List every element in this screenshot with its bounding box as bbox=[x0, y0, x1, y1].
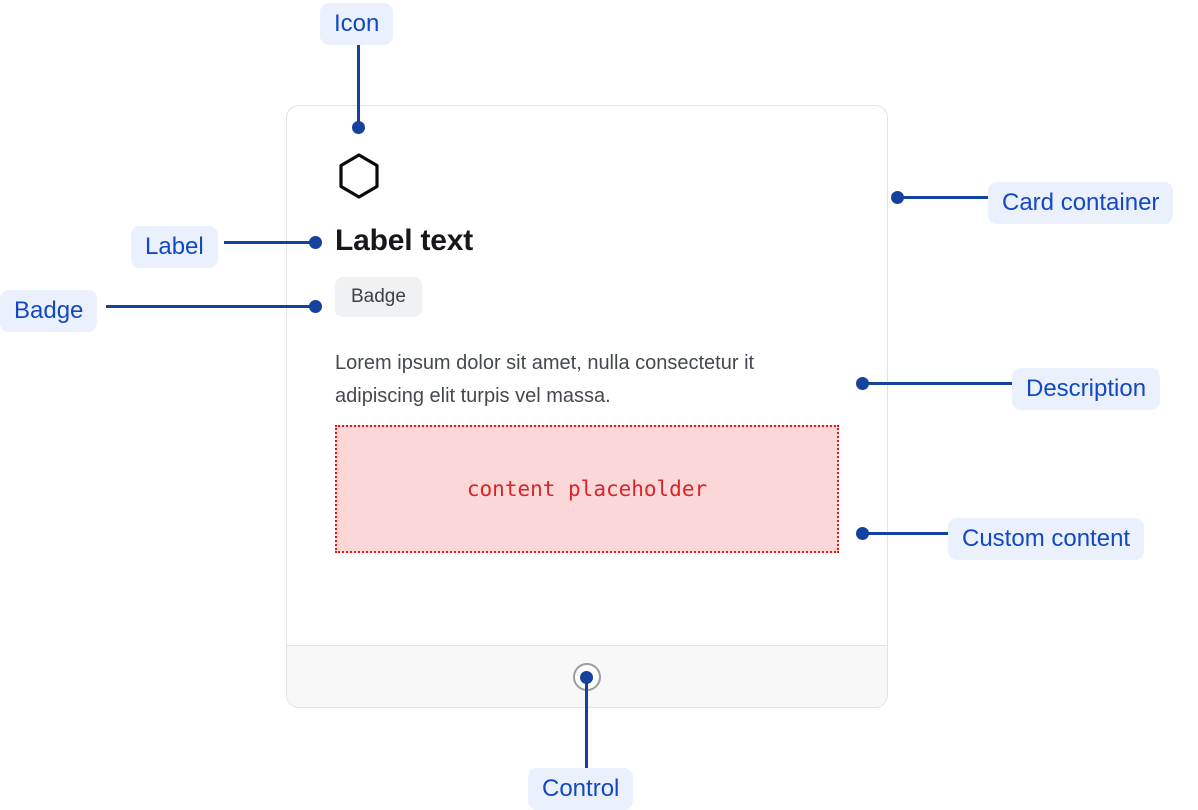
card-body: Label text Badge Lorem ipsum dolor sit a… bbox=[287, 106, 887, 645]
annotation-line-custom-content bbox=[862, 532, 949, 535]
hexagon-icon bbox=[339, 153, 379, 199]
annotation-line-icon bbox=[357, 45, 360, 129]
annotation-dot-icon bbox=[352, 121, 365, 134]
card-title: Label text bbox=[335, 224, 474, 257]
annotation-line-card-container bbox=[897, 196, 989, 199]
annotation-line-control bbox=[585, 677, 588, 769]
annotation-label-custom-content: Custom content bbox=[948, 518, 1145, 560]
annotation-label-icon: Icon bbox=[320, 3, 394, 45]
badge-row: Badge bbox=[335, 277, 839, 317]
annotation-label-card-container: Card container bbox=[988, 182, 1174, 224]
annotation-label-description: Description bbox=[1012, 368, 1161, 410]
annotation-line-badge bbox=[106, 305, 320, 308]
annotation-dot-badge bbox=[309, 300, 322, 313]
annotation-dot-label bbox=[309, 236, 322, 249]
placeholder-label: content placeholder bbox=[466, 477, 708, 501]
annotation-line-description bbox=[862, 382, 1013, 385]
annotation-label-badge: Badge bbox=[0, 290, 98, 332]
annotation-line-label bbox=[224, 241, 320, 244]
annotation-label-control: Control bbox=[528, 768, 634, 810]
custom-content-slot: content placeholder bbox=[335, 425, 839, 553]
annotation-label-label: Label bbox=[131, 226, 218, 268]
card-description: Lorem ipsum dolor sit amet, nulla consec… bbox=[335, 352, 755, 407]
card-container[interactable]: Label text Badge Lorem ipsum dolor sit a… bbox=[286, 105, 888, 708]
status-badge: Badge bbox=[335, 277, 422, 317]
